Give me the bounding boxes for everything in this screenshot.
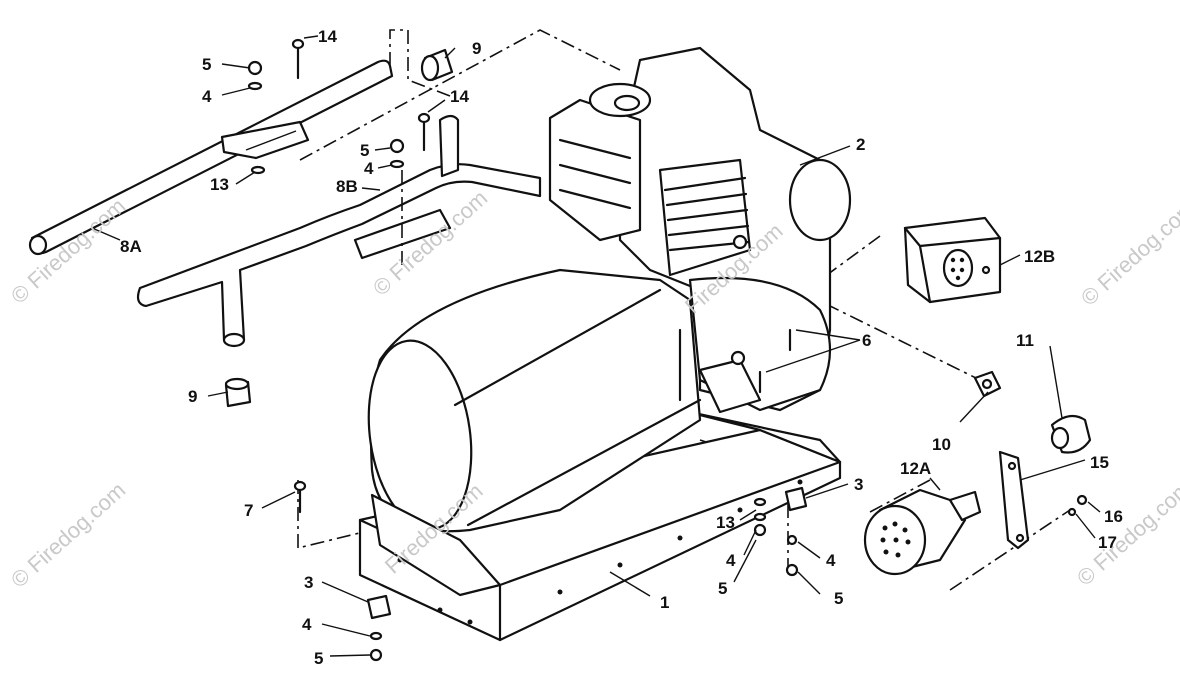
- callout-12a: 12A: [900, 459, 931, 478]
- callout-12b: 12B: [1024, 247, 1055, 266]
- callout-13-center: 13: [716, 513, 735, 532]
- engine-assembly: [548, 46, 852, 414]
- callout-5-center: 5: [718, 579, 727, 598]
- callout-4-mid: 4: [364, 159, 374, 178]
- cap-9-bottom: [224, 377, 252, 408]
- callout-3-left: 3: [304, 573, 313, 592]
- muffler-bracket-15: [998, 450, 1030, 550]
- callout-5-right: 5: [834, 589, 843, 608]
- callout-5-mid: 5: [360, 141, 369, 160]
- callout-10: 10: [932, 435, 951, 454]
- callout-9-bottom: 9: [188, 387, 197, 406]
- callout-15: 15: [1090, 453, 1109, 472]
- callout-7: 7: [244, 501, 253, 520]
- callout-4-bottom-left: 4: [302, 615, 312, 634]
- fuel-tank: [367, 268, 702, 597]
- cap-9-top: [420, 48, 454, 82]
- callout-13-left: 13: [210, 175, 229, 194]
- callout-9-top: 9: [472, 39, 481, 58]
- exhaust-elbow-11: [1050, 414, 1092, 454]
- callout-4-center: 4: [726, 551, 736, 570]
- callout-8b: 8B: [336, 177, 358, 196]
- callout-17: 17: [1098, 533, 1117, 552]
- hardware: [247, 38, 1088, 662]
- callout-4-right: 4: [826, 551, 836, 570]
- callout-6: 6: [862, 331, 871, 350]
- callout-1: 1: [660, 593, 669, 612]
- callout-8a: 8A: [120, 237, 142, 256]
- callout-5-bottom-left: 5: [314, 649, 323, 668]
- callout-4-top-left: 4: [202, 87, 212, 106]
- callout-labels: 1 2 3 3 4 4 4 4 4 5 5 5 5 5 6 7 8A 8B 9 …: [120, 27, 1123, 668]
- callout-16: 16: [1104, 507, 1123, 526]
- muffler-12a: [863, 488, 982, 576]
- callout-11: 11: [1016, 331, 1034, 350]
- handle-8a: [28, 59, 394, 256]
- leader-lines: [91, 35, 1101, 657]
- callout-2: 2: [856, 135, 865, 154]
- callout-14-mid: 14: [450, 87, 469, 106]
- muffler-12b: [903, 216, 1002, 304]
- callout-5-top-left: 5: [202, 55, 211, 74]
- callout-14-top: 14: [318, 27, 337, 46]
- gasket-10: [973, 370, 1002, 398]
- callout-3-right: 3: [854, 475, 863, 494]
